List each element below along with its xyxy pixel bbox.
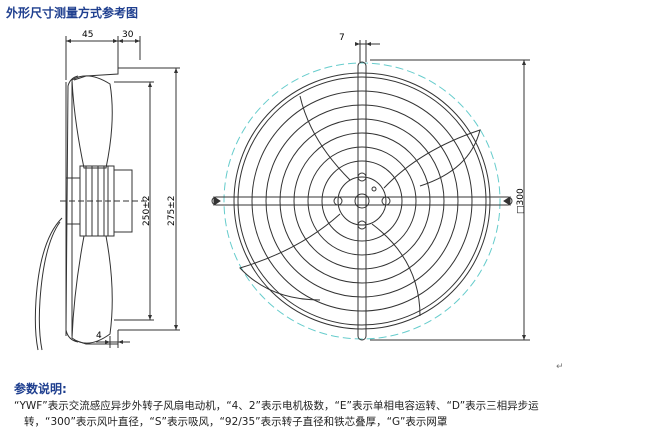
front-view-drawing xyxy=(211,40,530,341)
dim-label-250: 250±2 xyxy=(142,195,152,226)
dim-label-30: 30 xyxy=(122,30,134,40)
notes-line-1: “YWF”表示交流感应异步外转子风扇电动机，“4、2”表示电机极数，“E”表示单… xyxy=(14,400,539,412)
dim-label-7: 7 xyxy=(339,33,345,43)
dim-label-275: 275±2 xyxy=(167,195,177,226)
side-view-drawing xyxy=(34,36,180,351)
dim-label-300: □300 xyxy=(516,188,526,214)
dimension-arrows xyxy=(66,39,526,344)
page-title: 外形尺寸测量方式参考图 xyxy=(6,6,139,20)
dim-label-45: 45 xyxy=(82,30,94,40)
return-mark: ↵ xyxy=(556,362,564,372)
notes-line-2: 转，“300”表示风叶直径，“S”表示吸风，“92/35”表示转子直径和铁芯叠厚… xyxy=(24,416,448,428)
notes-body: “YWF”表示交流感应异步外转子风扇电动机，“4、2”表示电机极数，“E”表示单… xyxy=(14,398,664,430)
dim-label-4: 4 xyxy=(96,331,102,341)
notes-heading: 参数说明: xyxy=(14,382,67,396)
